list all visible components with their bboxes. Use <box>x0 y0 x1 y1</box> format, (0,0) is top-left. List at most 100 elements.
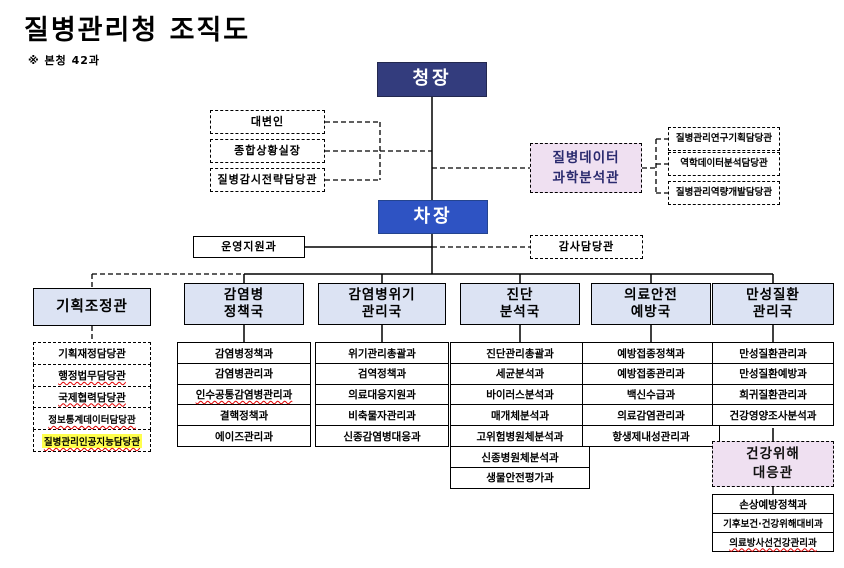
division-header-label: 감염병위기 <box>348 287 416 304</box>
org-cell-label: 의료대응지원과 <box>348 389 416 402</box>
operations-support-box: 운영지원과 <box>193 236 305 258</box>
division-header-label: 예방국 <box>630 304 672 320</box>
capability-dev-box: 질병관리역량개발담당관 <box>668 181 780 205</box>
capability-dev-label: 질병관리역량개발담당관 <box>675 187 773 199</box>
division-header-label: 감염병 <box>223 287 265 304</box>
org-cell: 신종감염병대응과 <box>315 425 449 448</box>
medical-safety-stack: 예방접종정책과 예방접종관리과 백신수급과 의료감염관리과 항생제내성관리과 <box>582 342 720 448</box>
org-cell-label: 매개체분석과 <box>491 409 549 422</box>
org-cell-label: 건강영양조사분석과 <box>729 409 817 422</box>
org-cell-label: 국제협력담당관 <box>58 391 126 404</box>
spokesperson-label: 대변인 <box>250 115 285 129</box>
org-cell-label: 손상예방정책과 <box>739 498 807 511</box>
crisis-management-header: 감염병위기 관리국 <box>318 283 446 325</box>
research-planning-label: 질병관리연구기획담당관 <box>675 133 773 145</box>
org-cell: 예방접종관리과 <box>582 362 720 385</box>
crisis-management-stack: 위기관리총괄과 검역정책과 의료대응지원과 비축물자관리과 신종감염병대응과 <box>315 342 449 448</box>
division-header-label: 관리국 <box>361 304 403 320</box>
diagnosis-analysis-header: 진단 분석국 <box>460 283 580 325</box>
org-cell-label: 만성질환예방과 <box>739 368 807 381</box>
org-cell-label: 질병관리인공지능담당관 <box>41 433 143 448</box>
org-cell: 행정법무담당관 <box>33 363 151 387</box>
org-cell-label: 인수공통감염병관리과 <box>195 389 293 402</box>
org-cell: 국제협력담당관 <box>33 385 151 409</box>
org-cell: 매개체분석과 <box>450 404 590 427</box>
unit-count-note: ※ 본청 42과 <box>28 54 101 67</box>
org-cell: 바이러스분석과 <box>450 383 590 406</box>
epi-data-analysis-box: 역학데이터분석담당관 <box>668 152 780 176</box>
org-cell-label: 바이러스분석과 <box>486 389 554 402</box>
infectious-disease-policy-header: 감염병 정책국 <box>184 283 304 325</box>
data-science-line1: 질병데이터 <box>552 149 620 166</box>
org-cell: 손상예방정책과 <box>712 494 834 514</box>
org-cell-label: 비축물자관리과 <box>348 409 416 422</box>
org-cell-label: 의료방사선건강관리과 <box>729 537 817 549</box>
spokesperson-box: 대변인 <box>210 110 325 134</box>
health-hazard-line2: 대응관 <box>752 465 794 481</box>
org-cell-label: 백신수급과 <box>626 389 676 402</box>
division-header-label: 의료안전 <box>624 287 678 304</box>
org-cell: 인수공통감염병관리과 <box>177 383 311 406</box>
org-cell: 예방접종정책과 <box>582 342 720 364</box>
surveillance-strategy-label: 질병감시전략담당관 <box>217 173 318 187</box>
org-cell: 생물안전평가과 <box>450 466 590 489</box>
org-cell: 고위험병원체분석과 <box>450 425 590 448</box>
org-cell: 정보통계데이터담당관 <box>33 407 151 431</box>
org-cell: 희귀질환관리과 <box>712 383 834 406</box>
org-cell-label: 기획재정담당관 <box>58 348 126 360</box>
org-cell: 감염병관리과 <box>177 362 311 385</box>
division-header-label: 만성질환 <box>746 287 800 304</box>
org-cell: 신종병원체분석과 <box>450 446 590 469</box>
situation-office-label: 종합상황실장 <box>234 144 301 158</box>
org-cell: 의료방사선건강관리과 <box>712 531 834 552</box>
health-hazard-stack: 손상예방정책과 기후보건·건강위해대비과 의료방사선건강관리과 <box>712 494 834 552</box>
commissioner-box: 청장 <box>377 62 487 97</box>
division-header-label: 진단 <box>506 287 534 304</box>
org-cell-label: 정보통계데이터담당관 <box>48 414 136 426</box>
org-cell: 의료대응지원과 <box>315 383 449 406</box>
org-cell-label: 에이즈관리과 <box>215 430 273 443</box>
org-cell: 의료감염관리과 <box>582 404 720 427</box>
planning-coordination-header: 기획조정관 <box>33 288 151 326</box>
surveillance-strategy-box: 질병감시전략담당관 <box>210 168 325 192</box>
org-cell-label: 세균분석과 <box>495 368 545 381</box>
vice-commissioner-box: 차장 <box>378 200 488 234</box>
org-cell-label: 행정법무담당관 <box>58 369 126 382</box>
org-cell: 감염병정책과 <box>177 342 311 364</box>
org-cell-label: 의료감염관리과 <box>617 409 685 422</box>
org-cell-label: 만성질환관리과 <box>739 347 807 360</box>
org-cell: 진단관리총괄과 <box>450 342 590 364</box>
chronic-disease-stack: 만성질환관리과 만성질환예방과 희귀질환관리과 건강영양조사분석과 <box>712 342 834 427</box>
org-cell: 비축물자관리과 <box>315 404 449 427</box>
data-science-line2: 과학분석관 <box>552 170 620 186</box>
org-cell-label: 항생제내성관리과 <box>612 430 690 443</box>
org-cell-label: 위기관리총괄과 <box>348 347 416 360</box>
epi-data-analysis-label: 역학데이터분석담당관 <box>680 158 768 170</box>
org-cell: 만성질환예방과 <box>712 362 834 385</box>
org-cell: 검역정책과 <box>315 362 449 385</box>
operations-support-label: 운영지원과 <box>221 240 277 254</box>
research-planning-box: 질병관리연구기획담당관 <box>668 127 780 151</box>
org-cell: 질병관리인공지능담당관 <box>33 429 151 453</box>
org-cell: 위기관리총괄과 <box>315 342 449 364</box>
org-cell-label: 진단관리총괄과 <box>486 347 554 360</box>
medical-safety-header: 의료안전 예방국 <box>591 283 711 325</box>
org-cell-label: 결핵정책과 <box>219 409 269 422</box>
org-cell-label: 검역정책과 <box>357 368 407 381</box>
org-cell-label: 예방접종관리과 <box>617 368 685 381</box>
org-cell-label: 감염병관리과 <box>215 368 273 381</box>
org-cell-label: 신종감염병대응과 <box>343 430 421 443</box>
page-title: 질병관리청 조직도 <box>24 15 251 46</box>
data-science-office-box: 질병데이터 과학분석관 <box>530 143 642 193</box>
org-cell: 세균분석과 <box>450 362 590 385</box>
division-header-label: 관리국 <box>752 304 794 320</box>
division-header-label: 정책국 <box>223 304 265 320</box>
org-cell: 에이즈관리과 <box>177 425 311 448</box>
org-cell-label: 예방접종정책과 <box>617 347 685 360</box>
org-cell-label: 희귀질환관리과 <box>739 389 807 402</box>
vice-commissioner-label: 차장 <box>413 205 453 227</box>
diagnosis-analysis-stack: 진단관리총괄과 세균분석과 바이러스분석과 매개체분석과 고위험병원체분석과 신… <box>450 342 590 489</box>
audit-label: 감사담당관 <box>558 240 615 254</box>
